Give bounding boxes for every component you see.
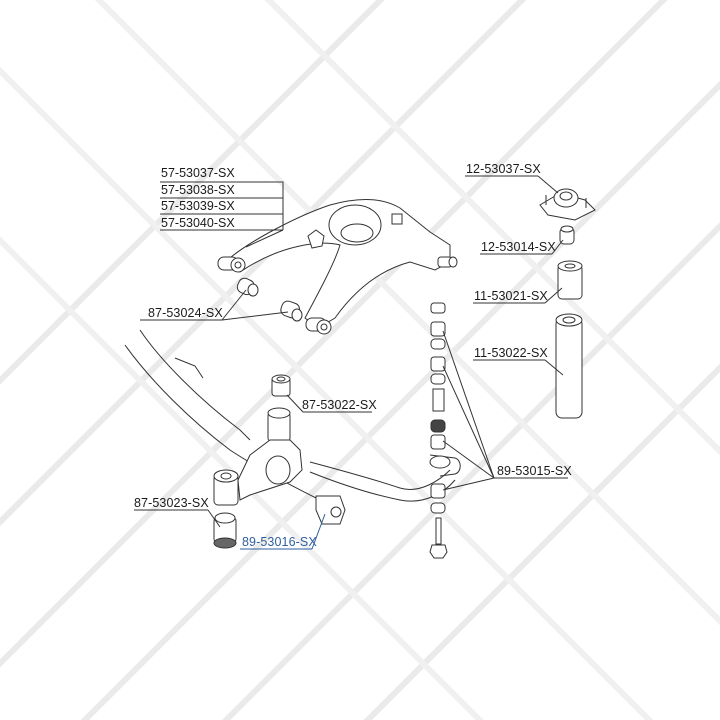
- stabilizer-link-kit: [429, 302, 448, 559]
- part-number-label[interactable]: 57-53039-SX: [161, 199, 235, 213]
- top-mount: [539, 188, 596, 221]
- arm-bushings: [236, 277, 303, 322]
- label-stabilizer-link-kit[interactable]: 89-53015-SX: [497, 464, 572, 478]
- label-top-mount[interactable]: 12-53037-SX: [466, 162, 541, 176]
- subframe: [124, 329, 321, 501]
- label-arm-bushing[interactable]: 87-53024-SX: [148, 306, 223, 320]
- control-arm-part-numbers: 57-53037-SX 57-53038-SX 57-53039-SX 57-5…: [160, 165, 283, 231]
- label-bump-stop-small[interactable]: 12-53014-SX: [481, 240, 556, 254]
- control-arm: [217, 198, 458, 335]
- knuckle: [213, 407, 303, 506]
- knuckle-bushings: [213, 374, 291, 549]
- bump-stops: [555, 225, 583, 419]
- leader-lines: [134, 175, 568, 550]
- label-knuckle-bushing-bottom[interactable]: 87-53023-SX: [134, 496, 209, 510]
- part-number-label[interactable]: 57-53040-SX: [161, 215, 235, 230]
- label-stabilizer-bushing[interactable]: 89-53016-SX: [242, 535, 317, 549]
- label-knuckle-bushing-top[interactable]: 87-53022-SX: [302, 398, 377, 412]
- stabilizer-bushing: [315, 495, 346, 525]
- label-dust-boot[interactable]: 11-53022-SX: [474, 346, 548, 360]
- label-bump-stop[interactable]: 11-53021-SX: [474, 289, 548, 303]
- part-number-label[interactable]: 57-53037-SX: [161, 166, 235, 180]
- part-number-label[interactable]: 57-53038-SX: [161, 182, 235, 197]
